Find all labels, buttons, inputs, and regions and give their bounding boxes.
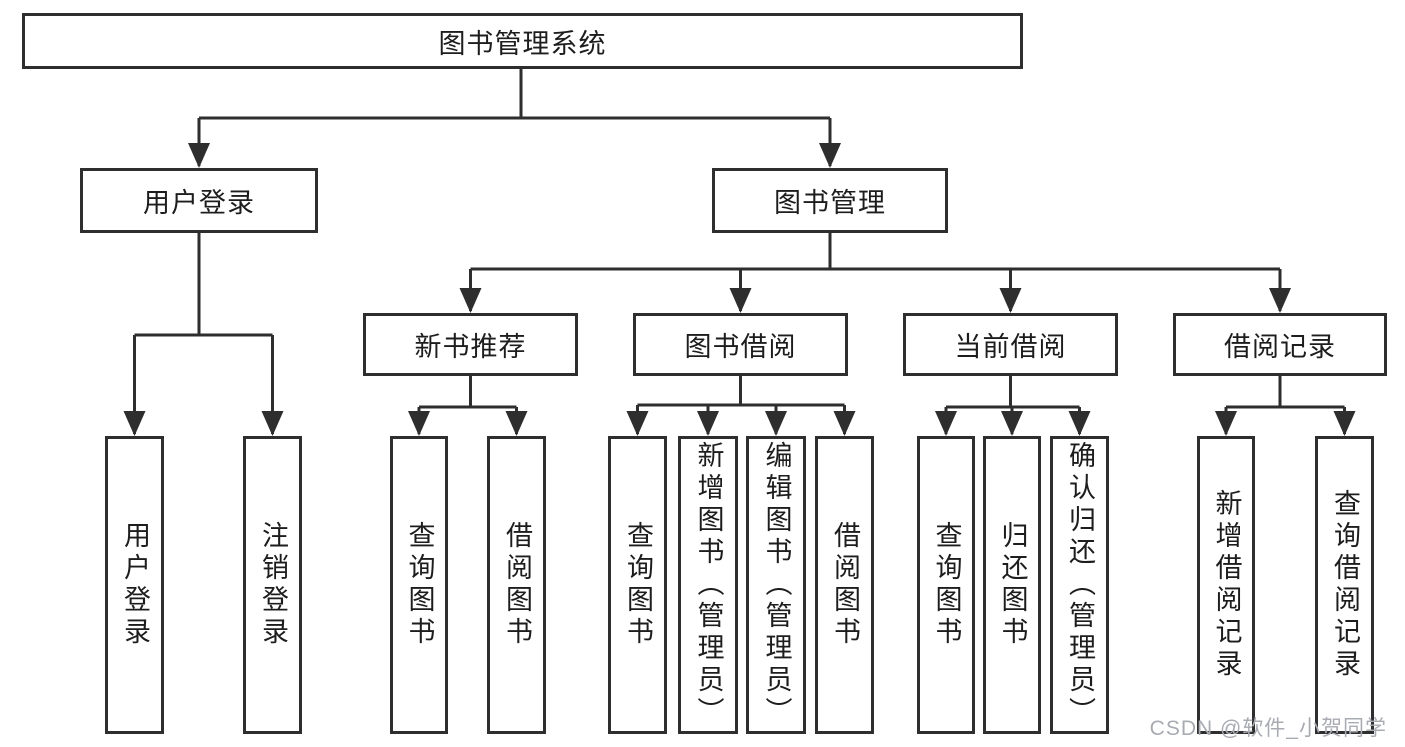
leaf-label: 查询借阅记录 [1330,489,1360,681]
leaf-current-return-books: 归还图书 [983,436,1041,734]
leaf-label: 借阅图书 [830,521,860,649]
node-label: 图书管理 [774,188,886,218]
leaf-user-login: 用户登录 [105,436,164,734]
node-label: 图书管理系统 [438,28,607,59]
leaf-label: 查询图书 [931,521,962,649]
leaf-current-confirm-return-admin: 确认归还（管理员） [1050,436,1109,734]
node-book-borrow: 图书借阅 [633,313,848,376]
node-current-borrow: 当前借阅 [903,313,1118,376]
leaf-borrow-add-books-admin: 新增图书（管理员） [678,436,738,734]
leaf-label: 编辑图书（管理员） [761,441,792,729]
leaf-label: 查询图书 [623,521,653,649]
node-label: 借阅记录 [1224,332,1336,362]
leaf-borrow-edit-books-admin: 编辑图书（管理员） [746,436,806,734]
node-book-management: 图书管理 [712,168,948,233]
watermark: CSDN @软件_小贺同学 [1149,717,1387,740]
node-label: 新书推荐 [414,332,527,362]
leaf-label: 新增借阅记录 [1211,489,1242,681]
leaf-label: 用户登录 [120,521,150,649]
leaf-logout: 注销登录 [243,436,302,734]
node-borrow-records: 借阅记录 [1173,313,1387,376]
leaf-label: 归还图书 [997,521,1028,649]
leaf-records-add-record: 新增借阅记录 [1197,436,1255,734]
leaf-label: 查询图书 [404,521,435,649]
leaf-newbook-query-books: 查询图书 [390,436,448,734]
node-user-login: 用户登录 [80,168,318,233]
node-label: 图书借阅 [684,332,797,362]
node-new-book-recommend: 新书推荐 [363,313,578,376]
leaf-borrow-query-books: 查询图书 [608,436,667,734]
node-root-system: 图书管理系统 [22,13,1023,69]
leaf-newbook-borrow-books: 借阅图书 [487,436,546,734]
leaf-label: 注销登录 [258,521,288,649]
leaf-current-query-books: 查询图书 [917,436,975,734]
node-label: 用户登录 [143,188,255,218]
leaf-borrow-borrow-books: 借阅图书 [815,436,874,734]
leaf-label: 确认归还（管理员） [1065,441,1095,729]
node-label: 当前借阅 [954,332,1067,362]
leaf-records-query-record: 查询借阅记录 [1315,436,1374,734]
leaf-label: 新增图书（管理员） [693,441,724,729]
leaf-label: 借阅图书 [502,521,532,649]
